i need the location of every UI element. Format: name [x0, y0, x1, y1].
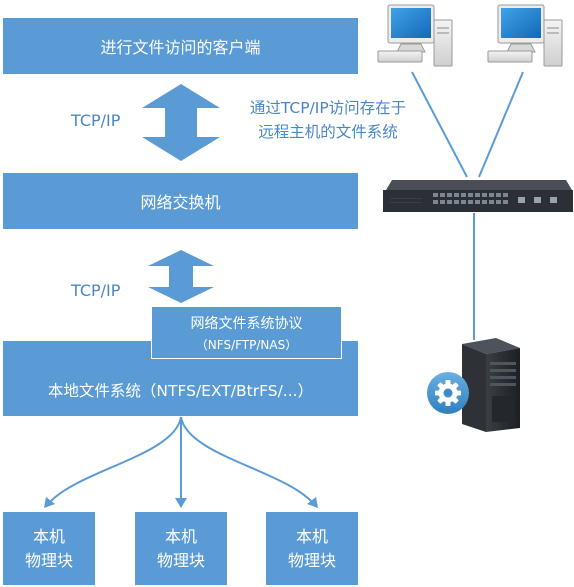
- physical-block-line2: 物理块: [287, 550, 336, 570]
- desktop-computer-icon: [377, 4, 453, 67]
- local-filesystem-box-label: 本地文件系统（NTFS/EXT/BtrFS/...）: [47, 381, 314, 400]
- network-filesystem-protocol-box: 网络文件系统协议 （NFS/FTP/NAS）: [151, 306, 342, 359]
- server-tower-icon: [462, 338, 520, 432]
- desktop-computer-icon: [487, 4, 563, 67]
- gear-icon: [427, 372, 469, 414]
- fanout-arrowhead-center: [175, 498, 187, 508]
- remote-access-note-line2: 远程主机的文件系统: [258, 123, 398, 141]
- top-protocol-label: TCP/IP: [71, 111, 121, 130]
- network-connector-lines: [411, 71, 524, 340]
- bottom-protocol-label: TCP/IP: [71, 281, 121, 300]
- physical-block: 本机 物理块: [135, 512, 227, 585]
- fanout-arrowhead-left: [44, 497, 55, 508]
- fanout-arrowhead-right: [307, 497, 318, 508]
- physical-block-line2: 物理块: [24, 550, 73, 570]
- double-arrow-bottom: [148, 250, 214, 303]
- physical-block: 本机 物理块: [266, 512, 358, 585]
- physical-block-line1: 本机: [164, 526, 197, 546]
- double-arrow-top: [142, 84, 220, 161]
- remote-access-note: 通过TCP/IP访问存在于 远程主机的文件系统: [238, 96, 418, 144]
- physical-block-line1: 本机: [295, 526, 328, 546]
- physical-block-line2: 物理块: [156, 550, 205, 570]
- remote-access-note-line1: 通过TCP/IP访问存在于: [249, 99, 407, 117]
- network-switch-icon: [383, 180, 573, 212]
- protocol-box-title: 网络文件系统协议: [190, 315, 303, 332]
- physical-block-line1: 本机: [32, 526, 65, 546]
- protocol-box-subtitle: （NFS/FTP/NAS）: [195, 337, 298, 352]
- network-switch-box: 网络交换机: [3, 173, 358, 229]
- client-box-label: 进行文件访问的客户端: [100, 38, 261, 57]
- client-box: 进行文件访问的客户端: [3, 18, 358, 74]
- physical-block: 本机 物理块: [3, 512, 95, 585]
- fanout-arrows: [49, 416, 313, 503]
- network-switch-box-label: 网络交换机: [140, 193, 221, 212]
